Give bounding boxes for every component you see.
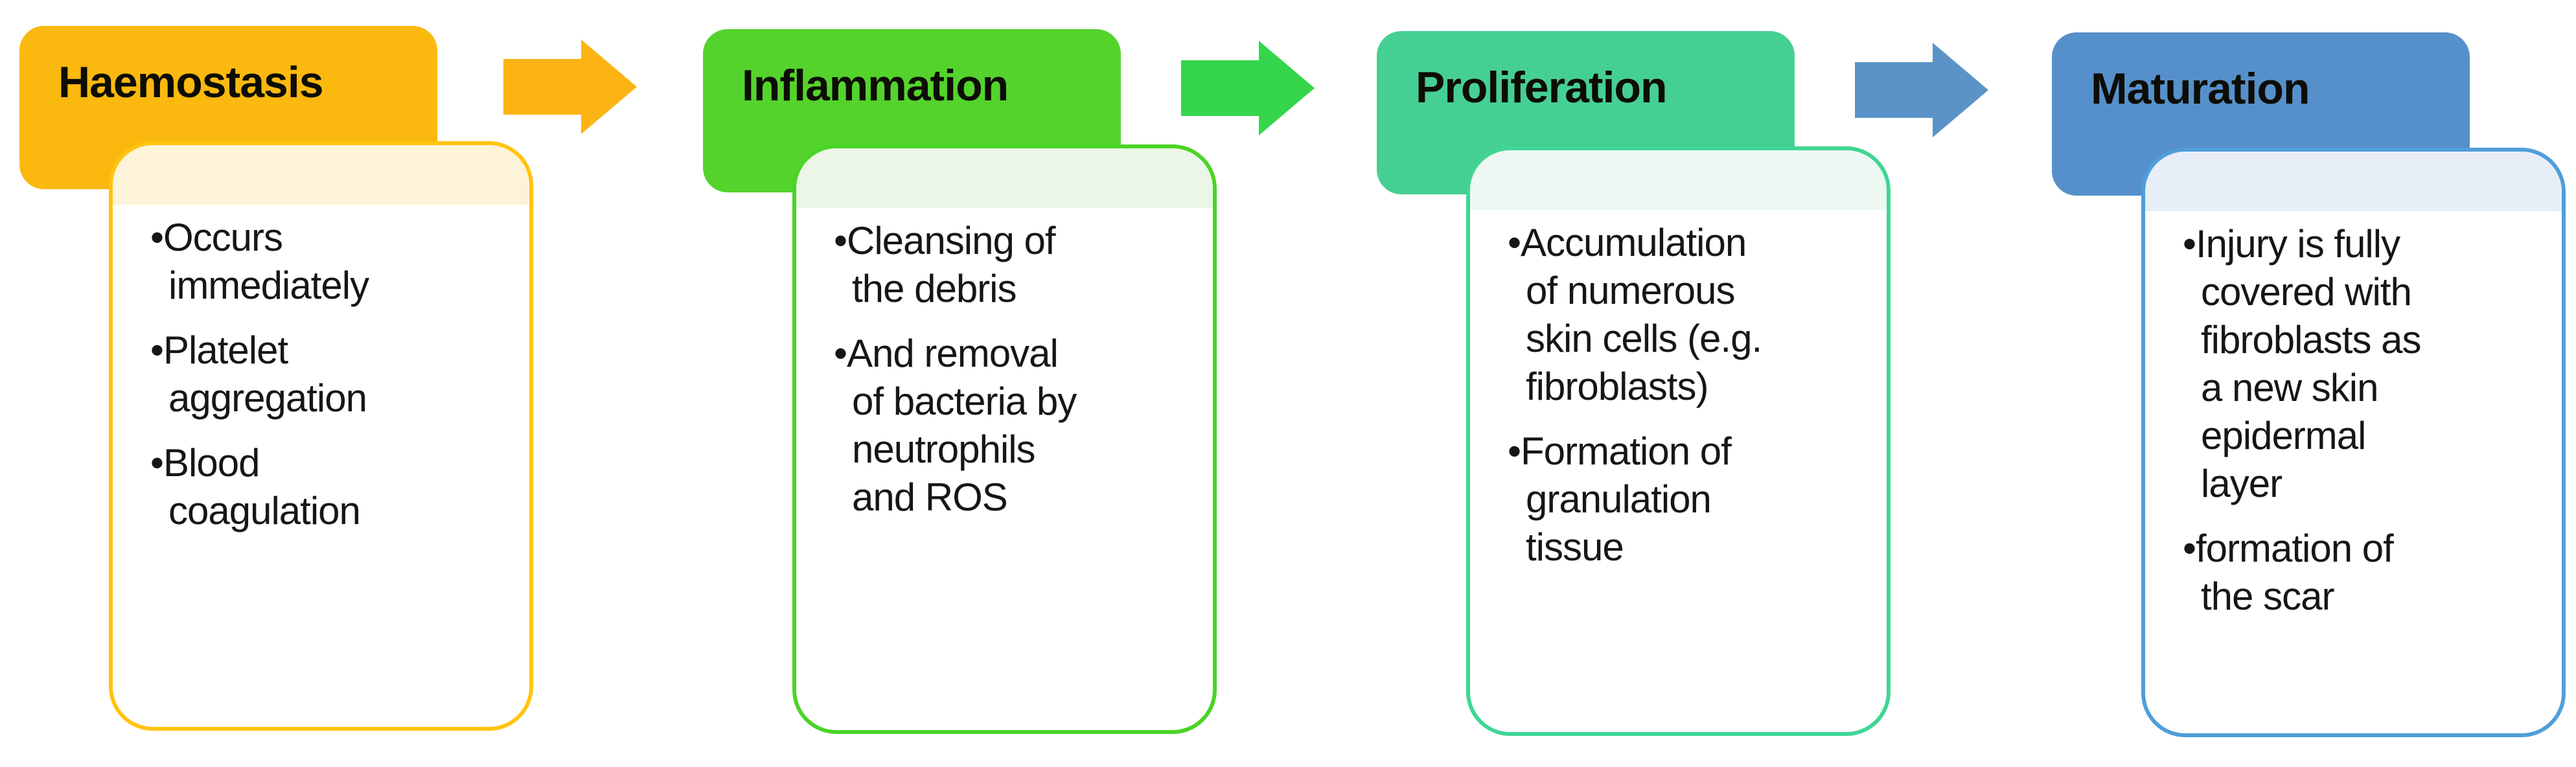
stage-header-maturation: Maturation [2052,32,2470,196]
stage-panel-maturation: Maturation •Injury is fully covered with… [2052,32,2570,751]
flow-arrow-icon-2 [1181,41,1315,135]
bullet-item: •Accumulation of numerous skin cells (e.… [1508,221,1762,408]
stage-content-box: •Occurs immediately •Platelet aggregation… [109,141,533,731]
stage-title: Inflammation [742,61,1009,110]
bullet-list: •Occurs immediately •Platelet aggregation… [113,205,529,727]
bullet-item: •Cleansing of the debris [834,219,1056,310]
bullet-list: •Injury is fully covered with fibroblast… [2145,211,2562,733]
bullet-item: •And removal of bacteria by neutrophils … [834,332,1077,519]
tint-band [1470,150,1887,210]
bullet-item: •Blood coagulation [150,441,361,532]
flow-arrow-icon-1 [503,40,637,134]
stage-panel-haemostasis: Haemostasis •Occurs immediately •Platelet… [19,26,538,745]
bullet-list: •Cleansing of the debris •And removal of … [796,208,1213,730]
stage-content-box: •Accumulation of numerous skin cells (e.… [1466,146,1891,736]
bullet-item: •Injury is fully covered with fibroblast… [2183,222,2422,505]
flow-arrow-icon-3 [1855,43,1988,137]
tint-band [796,148,1213,208]
stage-panel-inflammation: Inflammation •Cleansing of the debris •An… [703,29,1221,748]
stage-content-box: •Injury is fully covered with fibroblast… [2141,148,2566,737]
bullet-item: •Formation of granulation tissue [1508,429,1732,569]
tint-band [113,145,529,205]
bullet-list: •Accumulation of numerous skin cells (e.… [1470,210,1887,732]
stage-title: Maturation [2091,64,2310,113]
stage-content-box: •Cleansing of the debris •And removal of … [792,144,1217,734]
bullet-item: •formation of the scar [2183,527,2394,618]
stage-panel-proliferation: Proliferation •Accumulation of numerous … [1377,31,1895,750]
stage-title: Haemostasis [58,58,324,107]
bullet-item: •Platelet aggregation [150,328,367,420]
stage-title: Proliferation [1416,63,1668,112]
bullet-item: •Occurs immediately [150,216,369,307]
tint-band [2145,152,2562,211]
